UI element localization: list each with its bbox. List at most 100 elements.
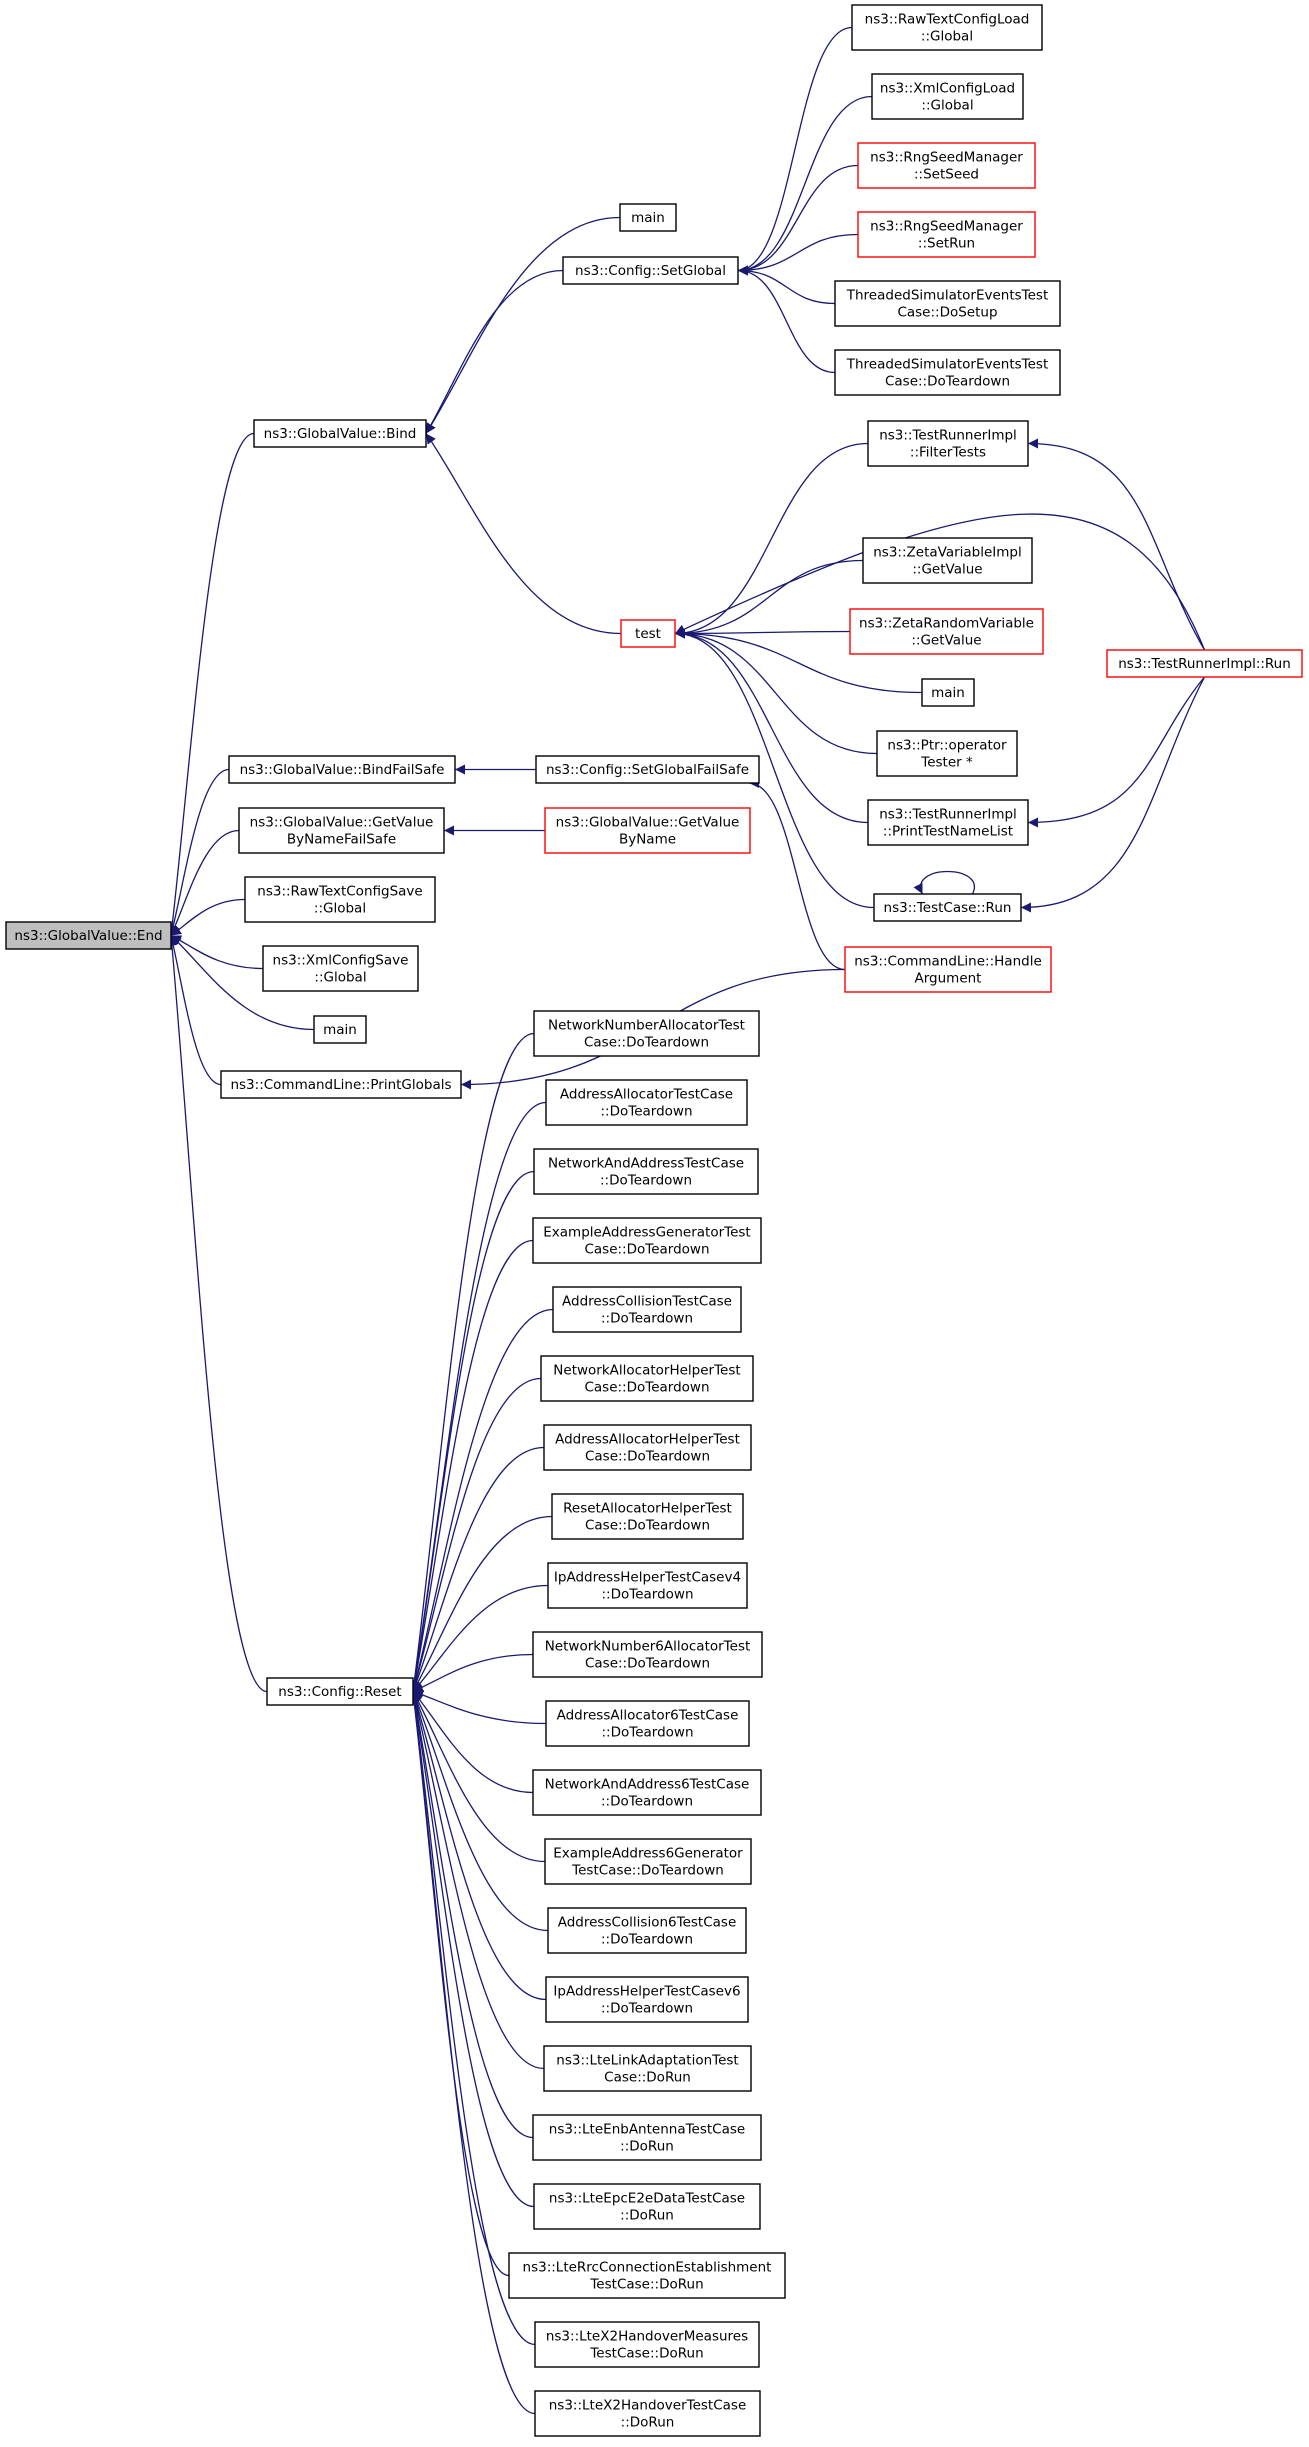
node-box: [562, 256, 739, 285]
edge-zetarandom-to-test: [674, 628, 851, 639]
node-label: ::DoTeardown: [600, 1173, 692, 1189]
node-r20[interactable]: ns3::LteX2HandoverMeasuresTestCase::DoRu…: [534, 2321, 760, 2368]
edge-r19-to-configreset: [409, 1691, 510, 2277]
node-test[interactable]: test: [620, 619, 676, 648]
edge-testrunnerrun-to-printtestnamelist: [1027, 676, 1206, 828]
node-main-c[interactable]: main: [921, 678, 975, 707]
node-r07[interactable]: AddressAllocatorHelperTestCase::DoTeardo…: [543, 1424, 752, 1471]
node-rawtextload[interactable]: ns3::RawTextConfigLoad::Global: [851, 4, 1043, 51]
node-label: ns3::TestRunnerImpl: [879, 428, 1017, 444]
node-box: [533, 2183, 761, 2230]
edge-setseed-to-setglobal: [737, 164, 859, 276]
edge-testrunnerrun-to-test: [674, 513, 1206, 651]
node-r11[interactable]: AddressAllocator6TestCase::DoTeardown: [545, 1700, 750, 1747]
node-setglobal[interactable]: ns3::Config::SetGlobal: [562, 256, 739, 285]
edge-r05-to-configreset: [410, 1308, 554, 1692]
node-label: ::DoTeardown: [601, 1725, 693, 1741]
node-box: [533, 1010, 760, 1057]
node-bindfailsafe[interactable]: ns3::GlobalValue::BindFailSafe: [228, 755, 456, 784]
node-label: main: [631, 210, 665, 226]
edge-printglobals-to-end: [168, 935, 222, 1086]
node-label: ::SetSeed: [914, 167, 979, 183]
node-label: ns3::TestRunnerImpl: [879, 807, 1017, 823]
node-printglobals[interactable]: ns3::CommandLine::PrintGlobals: [220, 1070, 462, 1099]
edge-testrunnerrun-to-testcaserun: [1020, 676, 1206, 913]
node-r17[interactable]: ns3::LteEnbAntennaTestCase::DoRun: [532, 2114, 762, 2161]
node-r09[interactable]: IpAddressHelperTestCasev4::DoTeardown: [547, 1562, 748, 1609]
edge-getvaluebynamefailsafe-to-end: [170, 829, 240, 936]
node-r13[interactable]: ExampleAddress6GeneratorTestCase::DoTear…: [544, 1838, 752, 1885]
node-label: ns3::CommandLine::PrintGlobals: [230, 1077, 451, 1093]
node-r06[interactable]: NetworkAllocatorHelperTestCase::DoTeardo…: [540, 1355, 754, 1402]
node-r04[interactable]: ExampleAddressGeneratorTestCase::DoTeard…: [532, 1217, 762, 1264]
node-box: [543, 1424, 752, 1471]
node-label: ns3::GlobalValue::End: [14, 928, 162, 944]
node-label: ::DoTeardown: [601, 2001, 693, 2017]
node-threadedteardown[interactable]: ThreadedSimulatorEventsTestCase::DoTeard…: [834, 349, 1061, 396]
node-rawtextsave[interactable]: ns3::RawTextConfigSave::Global: [244, 876, 436, 923]
node-setglobalfailsafe[interactable]: ns3::Config::SetGlobalFailSafe: [535, 755, 760, 784]
node-label: ::Global: [314, 901, 366, 917]
node-label: Case::DoSetup: [897, 305, 997, 321]
node-main-a[interactable]: main: [313, 1015, 367, 1044]
node-r12[interactable]: NetworkAndAddress6TestCase::DoTeardown: [532, 1769, 762, 1816]
node-box: [867, 420, 1029, 467]
node-main-b[interactable]: main: [619, 203, 677, 232]
node-zetavariable[interactable]: ns3::ZetaVariableImpl::GetValue: [862, 537, 1033, 584]
node-label: ns3::LteRrcConnectionEstablishment: [523, 2260, 772, 2276]
node-box: [545, 1079, 748, 1126]
node-bind[interactable]: ns3::GlobalValue::Bind: [253, 419, 427, 448]
node-zetarandom[interactable]: ns3::ZetaRandomVariable::GetValue: [849, 608, 1044, 655]
node-label: ExampleAddressGeneratorTest: [543, 1225, 750, 1241]
node-testcaserun[interactable]: ns3::TestCase::Run: [873, 893, 1022, 922]
node-r18[interactable]: ns3::LteEpcE2eDataTestCase::DoRun: [533, 2183, 761, 2230]
node-setrun[interactable]: ns3::RngSeedManager::SetRun: [857, 211, 1036, 258]
node-label: ns3::ZetaRandomVariable: [859, 616, 1034, 632]
node-label: ::Global: [921, 29, 973, 45]
node-r14[interactable]: AddressCollision6TestCase::DoTeardown: [547, 1907, 747, 1954]
node-label: ::Global: [314, 970, 366, 986]
node-r10[interactable]: NetworkNumber6AllocatorTestCase::DoTeard…: [532, 1631, 763, 1678]
node-box: [533, 1148, 759, 1195]
edge-r06-to-configreset: [411, 1377, 542, 1692]
node-label: AddressCollision6TestCase: [558, 1915, 737, 1931]
node-box: [532, 1631, 763, 1678]
node-r01[interactable]: NetworkNumberAllocatorTestCase::DoTeardo…: [533, 1010, 760, 1057]
node-xmlload[interactable]: ns3::XmlConfigLoad::Global: [871, 73, 1024, 120]
node-end[interactable]: ns3::GlobalValue::End: [5, 921, 172, 950]
edge-r18-to-configreset: [409, 1691, 535, 2208]
node-r19[interactable]: ns3::LteRrcConnectionEstablishmentTestCa…: [508, 2252, 786, 2299]
node-label: ns3::Config::SetGlobalFailSafe: [546, 762, 749, 778]
node-r02[interactable]: AddressAllocatorTestCase::DoTeardown: [545, 1079, 748, 1126]
node-r03[interactable]: NetworkAndAddressTestCase::DoTeardown: [533, 1148, 759, 1195]
edge-main-c-to-test: [674, 628, 923, 694]
node-r21[interactable]: ns3::LteX2HandoverTestCase::DoRun: [534, 2390, 761, 2437]
node-testrunnerrun[interactable]: ns3::TestRunnerImpl::Run: [1106, 649, 1303, 678]
node-label: main: [931, 685, 965, 701]
node-box: [552, 1286, 742, 1333]
node-label: Case::DoTeardown: [585, 1449, 710, 1465]
node-setseed[interactable]: ns3::RngSeedManager::SetSeed: [857, 142, 1036, 189]
node-box: [313, 1015, 367, 1044]
node-configreset[interactable]: ns3::Config::Reset: [266, 1677, 414, 1706]
edge-configreset-to-end: [166, 935, 268, 1693]
edge-r04-to-configreset: [409, 1239, 534, 1692]
node-label: ::DoRun: [620, 2208, 674, 2224]
node-label: AddressAllocator6TestCase: [557, 1708, 739, 1724]
node-label: Case::DoTeardown: [885, 374, 1010, 390]
node-filtertests[interactable]: ns3::TestRunnerImpl::FilterTests: [867, 420, 1029, 467]
node-r05[interactable]: AddressCollisionTestCase::DoTeardown: [552, 1286, 742, 1333]
node-box: [244, 876, 436, 923]
node-xmlsave[interactable]: ns3::XmlConfigSave::Global: [262, 945, 419, 992]
edge-r16-to-configreset: [410, 1691, 545, 2070]
node-r15[interactable]: IpAddressHelperTestCasev6::DoTeardown: [545, 1976, 749, 2023]
node-printtestnamelist[interactable]: ns3::TestRunnerImpl::PrintTestNameList: [867, 799, 1029, 846]
node-label: ns3::Config::SetGlobal: [575, 263, 726, 279]
